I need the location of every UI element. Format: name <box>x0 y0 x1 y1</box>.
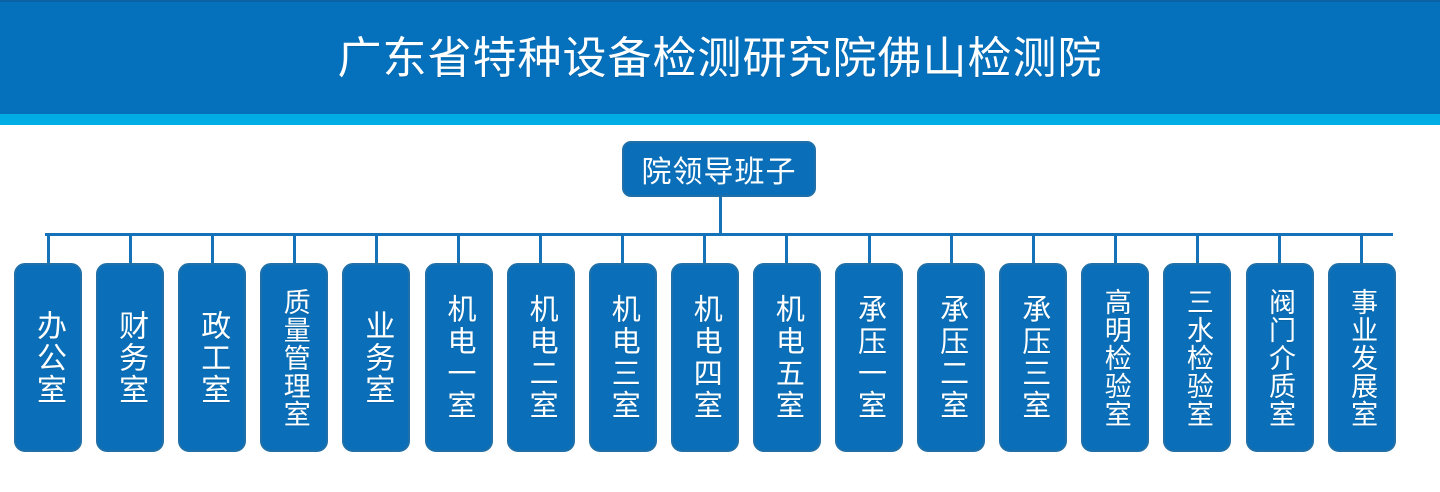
org-node-label: 办公室 <box>32 309 65 406</box>
org-node[interactable]: 财务室 <box>96 263 165 452</box>
connector-drop <box>292 233 296 265</box>
org-node[interactable]: 办公室 <box>14 263 82 452</box>
org-node-label: 机电一室 <box>443 293 475 422</box>
org-node[interactable]: 阀门介质室 <box>1245 263 1314 452</box>
connector-drop <box>1195 233 1199 265</box>
connector-drop <box>785 233 789 265</box>
org-node[interactable]: 承压三室 <box>999 263 1068 452</box>
page-header: 广东省特种设备检测研究院佛山检测院 <box>0 0 1440 114</box>
org-node-label: 质量管理室 <box>279 287 310 428</box>
org-node-label: 事业发展室 <box>1347 287 1378 428</box>
org-node-label: 高明检验室 <box>1100 287 1131 428</box>
org-node[interactable]: 事业发展室 <box>1327 263 1396 452</box>
org-node-label: 机电二室 <box>525 293 558 422</box>
connector-drop <box>1360 233 1364 265</box>
connector-drop <box>46 233 50 265</box>
connector-drop <box>457 233 460 265</box>
org-node-label: 阀门介质室 <box>1265 287 1295 428</box>
org-node-label: 业务室 <box>360 309 394 406</box>
org-node-label: 三水检验室 <box>1182 287 1213 428</box>
connector-drop <box>1031 233 1035 265</box>
org-node[interactable]: 承压二室 <box>917 263 986 452</box>
connector-drop <box>1113 233 1117 265</box>
org-chart: 院领导班子 办公室 财务室 政工室 质量管理室 业务室 机电一室 机电二室 机电三室 机电四室 机… <box>0 125 1440 492</box>
org-node-root[interactable]: 院领导班子 <box>622 141 816 197</box>
org-node[interactable]: 政工室 <box>178 263 247 452</box>
org-node-label: 财务室 <box>114 309 148 406</box>
org-node[interactable]: 业务室 <box>342 263 411 452</box>
org-node-root-label: 院领导班子 <box>641 156 797 189</box>
connector-drop <box>621 233 625 265</box>
org-node-label: 承压一室 <box>853 293 886 422</box>
org-node[interactable]: 机电五室 <box>752 263 821 452</box>
org-node-label: 承压三室 <box>1017 293 1050 422</box>
org-node-label: 政工室 <box>196 309 230 406</box>
org-node[interactable]: 机电四室 <box>670 263 739 452</box>
connector-drop <box>703 233 707 265</box>
org-node[interactable]: 三水检验室 <box>1163 263 1232 452</box>
connector-drop <box>128 233 132 265</box>
connector-drop <box>374 233 378 265</box>
connector-root-stem <box>719 197 722 236</box>
connector-bus-line <box>45 233 1393 236</box>
org-node-label: 承压二室 <box>935 293 968 422</box>
connector-drop <box>210 233 214 265</box>
org-node-label: 机电五室 <box>771 293 804 422</box>
org-node-label: 机电四室 <box>689 293 722 422</box>
connector-drop <box>949 233 953 265</box>
connector-drop <box>867 233 871 265</box>
connector-drop <box>1278 233 1281 265</box>
connector-drop <box>539 233 543 265</box>
page-title: 广东省特种设备检测研究院佛山检测院 <box>337 34 1103 83</box>
org-node-label: 机电三室 <box>607 293 640 422</box>
org-node[interactable]: 机电三室 <box>588 263 657 452</box>
org-node[interactable]: 机电一室 <box>424 263 493 452</box>
org-node[interactable]: 机电二室 <box>506 263 575 452</box>
org-node[interactable]: 高明检验室 <box>1081 263 1150 452</box>
header-accent-bar <box>0 114 1440 125</box>
org-node[interactable]: 质量管理室 <box>260 263 329 452</box>
org-node[interactable]: 承压一室 <box>835 263 903 452</box>
